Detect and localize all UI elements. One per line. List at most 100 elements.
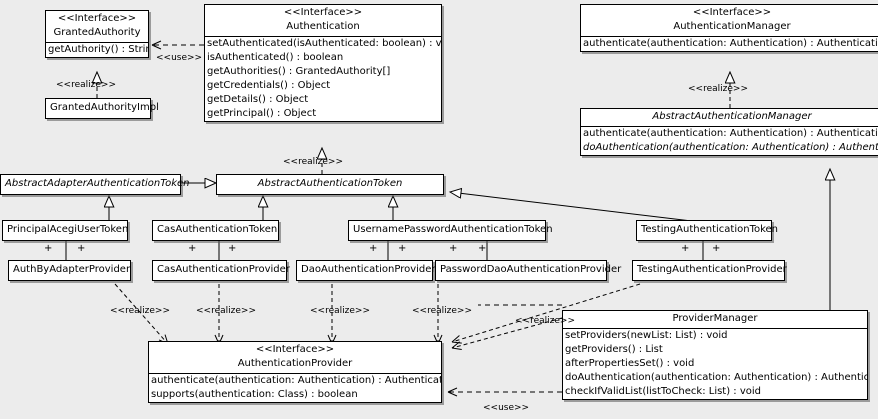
class-header: UsernamePasswordAuthenticationToken [349,221,553,240]
stereotype-label: <<Interface>> [692,7,772,18]
class-name: AuthByAdapterProvider [13,264,131,275]
class-name: UsernamePasswordAuthenticationToken [353,224,553,235]
edge-label-realize-abstractauthenticationtoken: <<realize>> [283,157,343,167]
operations-compartment: authenticate(authentication: Authenticat… [581,36,878,51]
operation-row: getDetails() : Object [207,94,309,105]
operation-row: getPrincipal() : Object [207,108,317,119]
operation-row: setAuthenticated(isAuthenticated: boolea… [207,38,441,49]
class-name: GrantedAuthorityImpl [50,102,159,113]
multiplicity-marker: + [228,243,237,254]
multiplicity-marker: + [478,243,487,254]
operation-row: doAuthentication(authentication: Authent… [583,142,878,153]
class-name: AbstractAuthenticationToken [257,178,403,189]
class-name: AuthenticationManager [673,21,791,32]
operation-row: supports(authentication: Class) : boolea… [151,389,358,400]
class-header: CasAuthenticationProvider [153,261,290,280]
edge-label-realize-dao: <<realize>> [310,306,370,316]
operation-row: authenticate(authentication: Authenticat… [151,375,441,386]
class-name: GrantedAuthority [53,27,141,38]
operation-row: getAuthority() : String [48,44,148,55]
class-header: DaoAuthenticationProvider [297,261,436,280]
class-header: <<Interface>> GrantedAuthority [46,11,148,42]
class-header: TestingAuthenticationToken [637,221,778,240]
operation-row: getProviders() : List [565,344,663,355]
class-authentication[interactable]: <<Interface>> Authentication setAuthenti… [204,4,442,122]
class-abstract-authentication-manager[interactable]: AbstractAuthenticationManager authentica… [580,108,878,156]
operation-row: doAuthentication(authentication: Authent… [565,372,867,383]
class-name: AuthenticationProvider [237,358,353,369]
operation-row: checkIfValidList(listToCheck: List) : vo… [565,386,762,397]
class-name: ProviderManager [672,313,758,324]
class-granted-authority-impl[interactable]: GrantedAuthorityImpl [45,98,159,119]
class-header: CasAuthenticationToken [153,221,278,240]
class-authentication-manager[interactable]: <<Interface>> AuthenticationManager auth… [580,4,878,52]
class-name: CasAuthenticationProvider [157,264,290,275]
edge-label-realize-cas: <<realize>> [196,306,256,316]
stereotype-label: <<Interface>> [255,344,335,355]
class-name: PrincipalAcegiUserToken [7,224,129,235]
class-header: <<Interface>> AuthenticationProvider [149,342,441,373]
class-name: TestingAuthenticationProvider [637,264,787,275]
class-header: TestingAuthenticationProvider [633,261,787,280]
operation-row: authenticate(authentication: Authenticat… [583,128,878,139]
class-header: <<Interface>> Authentication [205,5,441,36]
class-auth-by-adapter-provider[interactable]: AuthByAdapterProvider [8,260,131,281]
multiplicity-marker: + [712,243,721,254]
class-name: AbstractAdapterAuthenticationToken [5,178,190,189]
edge-label-use-providermanager: <<use>> [483,403,530,413]
operation-row: isAuthenticated() : boolean [207,52,344,63]
class-password-dao-authentication-provider[interactable]: PasswordDaoAuthenticationProvider [435,260,622,281]
class-header: AbstractAdapterAuthenticationToken [1,175,190,194]
edge-label-use-authentication-grantedauthority: <<use>> [156,53,203,63]
operations-compartment: getAuthority() : String [46,42,148,57]
operation-row: authenticate(authentication: Authenticat… [583,38,878,49]
multiplicity-marker: + [398,243,407,254]
class-name: PasswordDaoAuthenticationProvider [440,264,622,275]
class-provider-manager[interactable]: ProviderManager setProviders(newList: Li… [562,310,868,400]
class-name: Authentication [286,21,360,32]
class-username-password-authentication-token[interactable]: UsernamePasswordAuthenticationToken [348,220,553,241]
edge-label-realize-passworddao: <<realize>> [412,306,472,316]
class-header: <<Interface>> AuthenticationManager [581,5,878,36]
class-principal-acegi-user-token[interactable]: PrincipalAcegiUserToken [2,220,128,241]
multiplicity-marker: + [77,243,86,254]
class-header: AbstractAuthenticationToken [217,175,443,194]
class-name: DaoAuthenticationProvider [301,264,436,275]
edge-label-realize-authbyadapter: <<realize>> [110,306,170,316]
multiplicity-marker: + [369,243,378,254]
multiplicity-marker: + [449,243,458,254]
class-testing-authentication-provider[interactable]: TestingAuthenticationProvider [632,260,787,281]
class-granted-authority[interactable]: <<Interface>> GrantedAuthority getAuthor… [45,10,149,58]
edge-label-realize-abstractauthenticationmanager: <<realize>> [688,84,748,94]
class-name: CasAuthenticationToken [157,224,278,235]
multiplicity-marker: + [188,243,197,254]
edge-label-realize-providermanager: <<realize>> [515,316,575,326]
operations-compartment: setAuthenticated(isAuthenticated: boolea… [205,36,441,121]
operations-compartment: authenticate(authentication: Authenticat… [581,126,878,155]
multiplicity-marker: + [681,243,690,254]
stereotype-label: <<Interface>> [283,7,363,18]
class-cas-authentication-token[interactable]: CasAuthenticationToken [152,220,279,241]
edge-label-realize-grantedauthorityimpl: <<realize>> [56,80,116,90]
operation-row: getAuthorities() : GrantedAuthority[] [207,66,391,77]
class-abstract-authentication-token[interactable]: AbstractAuthenticationToken [216,174,444,195]
class-header: PasswordDaoAuthenticationProvider [436,261,622,280]
stereotype-label: <<Interface>> [57,13,137,24]
class-header: GrantedAuthorityImpl [46,99,159,118]
class-dao-authentication-provider[interactable]: DaoAuthenticationProvider [296,260,436,281]
operation-row: setProviders(newList: List) : void [565,330,728,341]
multiplicity-marker: + [44,243,53,254]
class-abstract-adapter-authentication-token[interactable]: AbstractAdapterAuthenticationToken [0,174,190,195]
edge-generalize-testingtoken [450,192,701,223]
class-authentication-provider[interactable]: <<Interface>> AuthenticationProvider aut… [148,341,442,403]
operations-compartment: setProviders(newList: List) : void getPr… [563,328,867,399]
class-name: AbstractAuthenticationManager [652,111,812,122]
class-header: PrincipalAcegiUserToken [3,221,129,240]
class-testing-authentication-token[interactable]: TestingAuthenticationToken [636,220,778,241]
class-cas-authentication-provider[interactable]: CasAuthenticationProvider [152,260,290,281]
operation-row: getCredentials() : Object [207,80,331,91]
class-header: ProviderManager [563,311,867,328]
class-header: AuthByAdapterProvider [9,261,130,280]
class-header: AbstractAuthenticationManager [581,109,878,126]
